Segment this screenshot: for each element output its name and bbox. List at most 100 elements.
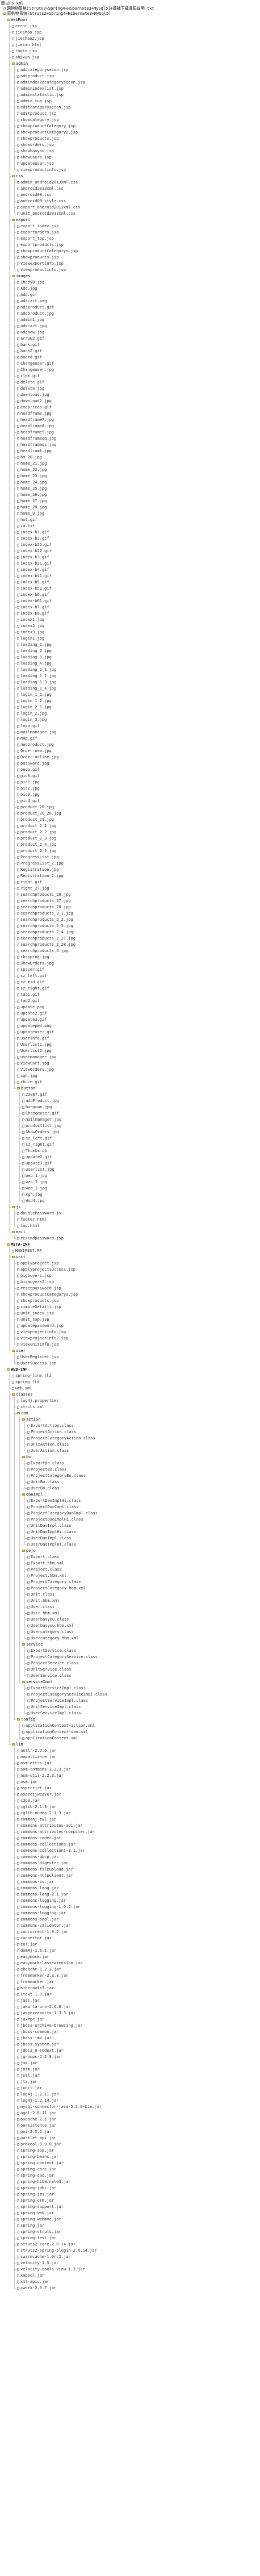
tree-file[interactable]: jboss-common.jar: [17, 2030, 58, 2035]
tree-file[interactable]: jboss-archive-browsing.jar: [17, 2023, 83, 2028]
tree-file[interactable]: home_27.jpg: [17, 499, 47, 504]
tree-file[interactable]: showproducts.jsp: [17, 255, 58, 260]
tree-file[interactable]: ExportDaoImplHi.class: [27, 1498, 81, 1504]
tree-file[interactable]: android08-style.css: [17, 199, 66, 204]
tree-file[interactable]: simpleDetails.jsp: [17, 1305, 61, 1310]
tree-file[interactable]: pic1.jpg: [17, 780, 40, 785]
tree-file[interactable]: update2.gif: [17, 1011, 47, 1016]
tree-file[interactable]: hm_20.jpg: [17, 455, 42, 460]
tree-file[interactable]: jmx.jar: [17, 2061, 37, 2066]
tree-file[interactable]: headframe8.jpg: [17, 424, 54, 429]
tree-file[interactable]: log4j-1.2.14.jar: [17, 2098, 58, 2103]
tree-file[interactable]: index-b5.gif: [17, 580, 49, 585]
tree-file[interactable]: login_1_2.jpg: [17, 699, 52, 704]
tree-file[interactable]: easymock.jar: [17, 1955, 49, 1960]
tree-file[interactable]: shixun.jsp: [12, 55, 39, 60]
tree-file[interactable]: index-b41.gif: [17, 574, 52, 579]
tree-file[interactable]: mailmanager.jpg: [17, 730, 56, 735]
tree-file[interactable]: viewproductinfo.jsp: [17, 268, 66, 273]
tree-file[interactable]: index1.jpg: [17, 617, 44, 623]
tree-file[interactable]: commons-dbcp.jar: [17, 1855, 58, 1860]
tree-file[interactable]: home_28.jpg: [17, 505, 47, 510]
tree-file[interactable]: showbaoyou.jsp: [17, 149, 54, 154]
tree-file[interactable]: updateuser.jsp: [17, 161, 54, 166]
tree-file[interactable]: headframt.jpg: [17, 449, 52, 454]
tree-file[interactable]: loading_1_2.jpg: [17, 674, 56, 679]
tree-file[interactable]: ProjectCategoryDaoImpl.class: [27, 1511, 98, 1516]
tree-file[interactable]: pic4.gif: [17, 799, 40, 804]
tree-file[interactable]: pic3.jpg: [17, 792, 40, 798]
tree-file[interactable]: spring-orm.jar: [17, 2198, 54, 2203]
tree-file[interactable]: applyproject.jsp: [17, 1261, 58, 1266]
tree-file[interactable]: update2.gif: [22, 1155, 52, 1160]
tree-file[interactable]: index-b22.gif: [17, 549, 52, 554]
tree-file[interactable]: usermanager.jpg: [17, 1055, 56, 1060]
tree-file[interactable]: UserAction.class: [27, 1448, 69, 1454]
tree-file[interactable]: dom4j-1.6.1.jar: [17, 1948, 56, 1953]
tree-file[interactable]: jakarta-oro-2.0.8.jar: [17, 2005, 71, 2010]
tree-file[interactable]: web_3.jpg: [22, 1186, 47, 1191]
tree-file[interactable]: asm-util-2.2.3.jar: [17, 1773, 64, 1778]
tree-file[interactable]: admin_android2013xml.css: [17, 180, 78, 185]
tree-file[interactable]: Changeuser.gif: [22, 1111, 59, 1116]
tree-folder[interactable]: css: [12, 174, 23, 179]
tree-file[interactable]: 23087.gif: [22, 1092, 47, 1097]
tree-file[interactable]: ProjectServiceImpl.class: [27, 1698, 88, 1704]
tree-file[interactable]: showusers.jsp: [17, 155, 52, 160]
tree-file[interactable]: struts2-spring-plugin-2.0.14.jar: [17, 2248, 97, 2253]
tree-file[interactable]: spring-beans.jar: [17, 2155, 58, 2160]
tree-file[interactable]: product_20_20.jpg: [17, 811, 61, 816]
tree-file[interactable]: updatepassword.jsp: [17, 1324, 64, 1329]
tree-folder[interactable]: action: [22, 1417, 40, 1422]
tree-file[interactable]: cglib-2.1.3.jar: [17, 1805, 56, 1810]
tree-file[interactable]: commons-attributes-compiler.jar: [17, 1830, 95, 1835]
tree-file[interactable]: xapool.jar: [17, 2273, 44, 2278]
tree-file[interactable]: Wsd4.jpg: [22, 1199, 45, 1204]
tree-file[interactable]: Registration_2.jpg: [17, 874, 64, 879]
tree-file[interactable]: sz_left.gif: [22, 1136, 52, 1141]
tree-file[interactable]: UserDaoImplHi.class: [27, 1542, 76, 1547]
tree-file[interactable]: Userbaoyou.hbm.xml: [27, 1623, 74, 1629]
tree-file[interactable]: spring-support.jar: [17, 2205, 64, 2210]
tree-file[interactable]: UnitServiceImpl.class: [27, 1705, 81, 1710]
tree-file[interactable]: ProjectAction.class: [27, 1430, 76, 1435]
tree-file[interactable]: ProgressList.jpg: [17, 855, 58, 860]
tree-file[interactable]: aopalliance.jar: [17, 1755, 56, 1760]
tree-file[interactable]: showproductCategorys.jsp: [17, 1292, 78, 1297]
tree-file[interactable]: index-b4.gif: [17, 567, 49, 573]
tree-file[interactable]: loading_1.jpg: [17, 642, 52, 648]
tree-file[interactable]: jasperreports-1.3.3.jar: [17, 2011, 76, 2016]
tree-file[interactable]: headframeqs.jpg: [17, 442, 56, 448]
tree-file[interactable]: jieshao.jsp: [12, 30, 41, 35]
tree-file[interactable]: spring-struts.jar: [17, 2230, 61, 2235]
tree-file[interactable]: spring-form.tld: [12, 1373, 51, 1379]
tree-file[interactable]: persistence.jar: [17, 2123, 56, 2128]
tree-file[interactable]: home_24.jpg: [17, 480, 47, 485]
tree-file[interactable]: loading_1_4.jpg: [17, 686, 56, 691]
tree-file[interactable]: index2.jpg: [17, 624, 44, 629]
tree-file[interactable]: export_top.jsp: [17, 236, 54, 241]
tree-file[interactable]: jaxrpc.jar: [17, 2017, 44, 2022]
tree-file[interactable]: Changeuser.gif: [17, 361, 54, 366]
tree-file[interactable]: shopping.jpg: [17, 955, 49, 960]
tree-folder[interactable]: pojo: [22, 1548, 36, 1554]
tree-file[interactable]: userlist.jpg: [22, 1167, 54, 1172]
tree-file[interactable]: ProjectCategoryServiceImpl.class: [27, 1692, 107, 1697]
tree-file[interactable]: admin_top.jsp: [17, 99, 52, 104]
tree-file[interactable]: searchproducts_2_1.jpg: [17, 911, 73, 916]
tree-file[interactable]: editproduct.jsp: [17, 111, 56, 116]
tree-file[interactable]: Project.hbm.xml: [27, 1573, 66, 1579]
tree-file[interactable]: proxool-0.9.0.jar: [17, 2142, 61, 2147]
tree-file[interactable]: Userlist2.jpg: [17, 1049, 52, 1054]
tree-file[interactable]: spring-aop.jar: [17, 2148, 54, 2153]
tree-file[interactable]: Changeuser.jpg: [17, 368, 54, 373]
tree-file[interactable]: home_23.jpg: [17, 474, 47, 479]
tree-file[interactable]: userinfo.gif: [17, 1036, 49, 1041]
tree-file[interactable]: Userbaoyou.class: [27, 1617, 69, 1622]
tree-file[interactable]: ExportBo.class: [27, 1461, 64, 1466]
tree-file[interactable]: headframeqq.jpg: [17, 436, 56, 441]
tree-file[interactable]: index-b1.gif: [17, 530, 49, 535]
tree-file[interactable]: loading_3.jpg: [17, 655, 52, 660]
tree-file[interactable]: index3.jpg: [17, 630, 44, 635]
tree-file[interactable]: MANIFEST.MF: [12, 1249, 41, 1254]
